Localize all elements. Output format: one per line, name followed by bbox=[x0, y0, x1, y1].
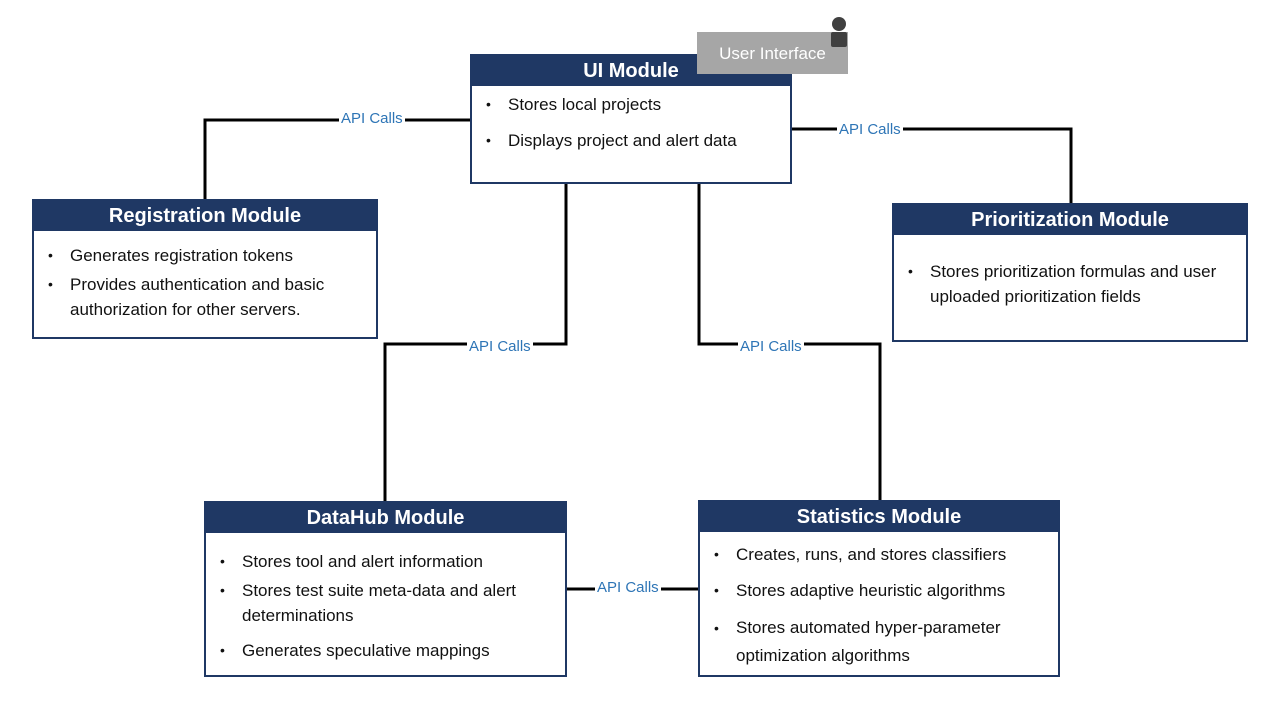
datahub-module-item: Stores test suite meta-data and alert de… bbox=[206, 578, 565, 628]
user-icon bbox=[831, 17, 847, 47]
registration-module-item: Generates registration tokens bbox=[34, 243, 376, 268]
user-interface-tag: User Interface bbox=[697, 32, 848, 74]
datahub-module-title: DataHub Module bbox=[206, 503, 565, 533]
statistics-module-title: Statistics Module bbox=[700, 502, 1058, 532]
api-calls-label-registration: API Calls bbox=[339, 110, 405, 128]
prioritization-module: Prioritization Module Stores prioritizat… bbox=[892, 203, 1248, 342]
prioritization-module-item: Stores prioritization formulas and user … bbox=[894, 259, 1246, 309]
ui-module-item: Displays project and alert data bbox=[472, 128, 790, 153]
ui-module-item: Stores local projects bbox=[472, 92, 790, 117]
ui-module: UI Module Stores local projects Displays… bbox=[470, 54, 792, 184]
api-calls-label-statistics: API Calls bbox=[738, 338, 804, 356]
statistics-module-item: Stores adaptive heuristic algorithms bbox=[700, 578, 1058, 603]
prioritization-module-title: Prioritization Module bbox=[894, 205, 1246, 235]
datahub-module-item: Stores tool and alert information bbox=[206, 549, 565, 574]
datahub-module-item: Generates speculative mappings bbox=[206, 638, 565, 663]
connector-ui-prioritization bbox=[791, 127, 1073, 204]
api-calls-label-prioritization: API Calls bbox=[837, 121, 903, 139]
registration-module: Registration Module Generates registrati… bbox=[32, 199, 378, 339]
datahub-module: DataHub Module Stores tool and alert inf… bbox=[204, 501, 567, 677]
api-calls-label-datahub-statistics: API Calls bbox=[595, 579, 661, 597]
statistics-module-item: Creates, runs, and stores classifiers bbox=[700, 542, 1058, 567]
connector-ui-registration bbox=[203, 118, 471, 200]
registration-module-item: Provides authentication and basic author… bbox=[34, 272, 376, 322]
registration-module-title: Registration Module bbox=[34, 201, 376, 231]
statistics-module-item: Stores automated hyper-parameter optimiz… bbox=[700, 614, 1058, 670]
api-calls-label-datahub: API Calls bbox=[467, 338, 533, 356]
statistics-module: Statistics Module Creates, runs, and sto… bbox=[698, 500, 1060, 677]
